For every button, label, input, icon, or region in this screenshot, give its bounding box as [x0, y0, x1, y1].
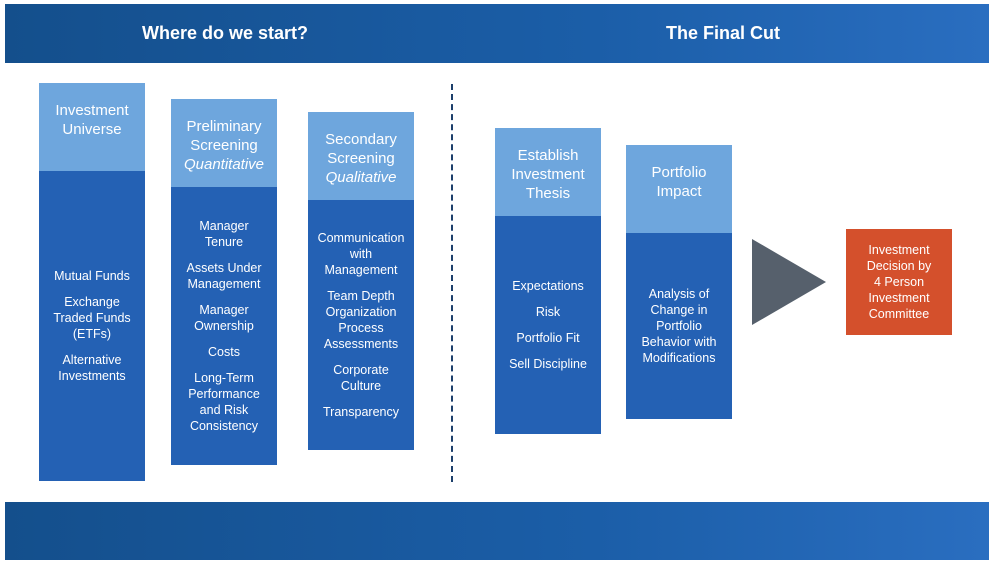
column-item: Sell Discipline: [509, 357, 587, 371]
column-item: Transparency: [323, 405, 399, 419]
column-item: Manager Tenure: [199, 219, 249, 249]
column-body: Expectations Risk Portfolio Fit Sell Dis…: [495, 216, 601, 434]
column-body: Mutual Funds Exchange Traded Funds (ETFs…: [39, 171, 145, 481]
column-title: Establish Investment Thesis: [511, 147, 585, 202]
section-divider: [451, 84, 453, 482]
column-item: Assets Under Management: [186, 261, 262, 291]
arrow-right-icon: [752, 239, 826, 325]
column-item: Expectations: [512, 279, 584, 293]
column-header: Preliminary Screening Quantitative: [171, 99, 277, 187]
investment-universe-column: Investment Universe Mutual Funds Exchang…: [39, 83, 145, 481]
where-do-we-start-title: Where do we start?: [142, 23, 309, 43]
column-header: Investment Universe: [39, 83, 145, 171]
preliminary-screening-column: Preliminary Screening Quantitative Manag…: [171, 99, 277, 465]
column-item: Alternative Investments: [58, 353, 126, 383]
investment-thesis-column: Establish Investment Thesis Expectations…: [495, 128, 601, 434]
column-item: Communication with Management: [317, 231, 405, 277]
investment-decision-box: Investment Decision by 4 Person Investme…: [846, 229, 952, 335]
column-header: Secondary Screening Qualitative: [308, 112, 414, 200]
column-item: Exchange Traded Funds (ETFs): [53, 295, 131, 341]
header-banner: Where do we start? The Final Cut: [5, 4, 989, 63]
column-subtitle: Quantitative: [183, 156, 265, 173]
final-cut-title: The Final Cut: [666, 23, 780, 43]
column-item: Risk: [535, 305, 561, 319]
column-title: Investment Universe: [55, 102, 129, 138]
column-item: Mutual Funds: [54, 269, 130, 283]
secondary-screening-column: Secondary Screening Qualitative Communic…: [308, 112, 414, 450]
portfolio-impact-column: Portfolio Impact Analysis of Change in P…: [626, 145, 732, 419]
column-header: Portfolio Impact: [626, 145, 732, 233]
column-subtitle: Qualitative: [325, 169, 397, 186]
footer-banner: [5, 502, 989, 560]
column-title: Secondary Screening: [325, 131, 397, 167]
column-item: Portfolio Fit: [516, 331, 580, 345]
column-body: Communication with Management Team Depth…: [308, 200, 414, 450]
column-body: Analysis of Change in Portfolio Behavior…: [626, 233, 732, 419]
column-item: Corporate Culture: [333, 363, 389, 393]
column-item: Long-Term Performance and Risk Consisten…: [188, 371, 260, 433]
column-title: Portfolio Impact: [651, 164, 707, 200]
column-header: Establish Investment Thesis: [495, 128, 601, 216]
column-item: Team Depth Organization Process Assessme…: [323, 289, 399, 351]
column-item: Analysis of Change in Portfolio Behavior…: [641, 287, 717, 365]
column-body: Manager Tenure Assets Under Management M…: [171, 187, 277, 465]
column-title: Preliminary Screening: [186, 118, 262, 154]
column-item: Manager Ownership: [194, 303, 254, 333]
column-item: Costs: [208, 345, 240, 359]
